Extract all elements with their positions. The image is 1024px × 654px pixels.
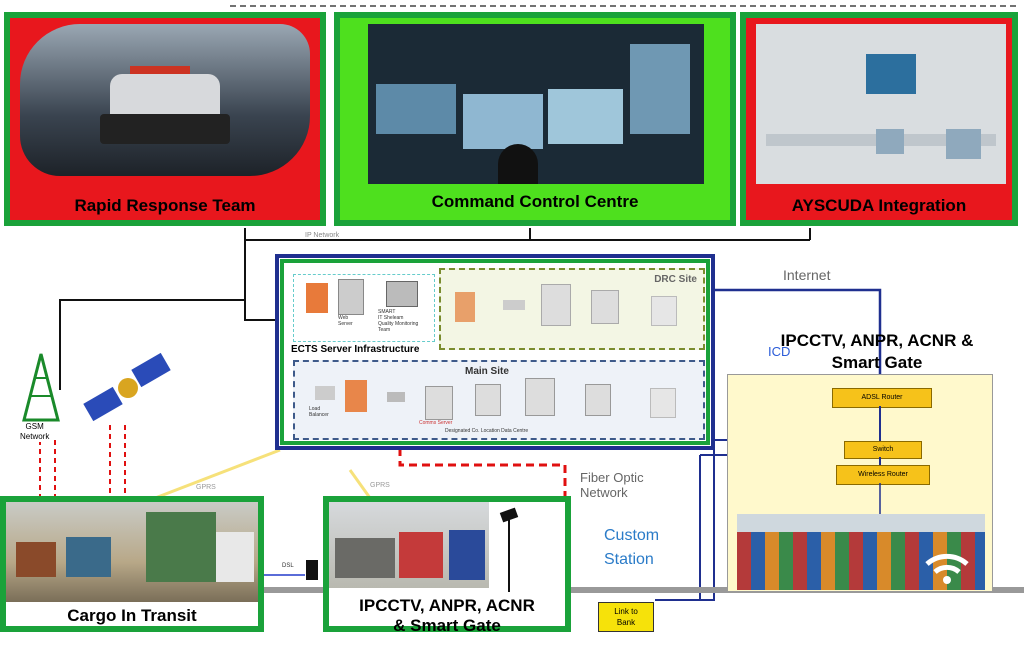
ayscuda-label: AYSCUDA Integration (791, 196, 967, 215)
ects-server-box: Web Server SMART IT Sheleam Quality Moni… (275, 254, 715, 450)
ipcctv-label: IPCCTV, ANPR, ACNR & Smart Gate (359, 596, 535, 635)
comm-server-text: Comms Server (419, 420, 453, 426)
internet-label: Internet (783, 267, 831, 283)
wifi-icon (925, 553, 969, 584)
ayscuda-panel: AYSCUDA Integration (740, 12, 1018, 226)
link-to-bank: Link to Bank (598, 602, 654, 632)
command-control-label: Command Control Centre (431, 192, 639, 211)
web-server-text: Web Server (338, 315, 353, 327)
control-room-photo (368, 24, 704, 184)
gsm-label: GSM Network (20, 422, 50, 442)
monitor-icon (386, 281, 418, 307)
drc-site-label: DRC Site (654, 274, 697, 285)
cargo-transit-label: Cargo In Transit (67, 606, 197, 625)
wireless-router: Wireless Router (836, 465, 930, 485)
dsl-device-icon (306, 560, 318, 580)
police-car-photo (20, 24, 310, 176)
ip-network-label: IP Network (305, 232, 340, 239)
satellite-icon (83, 352, 171, 422)
camera-pole-icon (499, 507, 519, 592)
gsm-tower-icon (22, 353, 60, 422)
command-control-panel: Command Control Centre (334, 12, 736, 226)
main-site-label: Main Site (465, 366, 509, 377)
smart-team-text: SMART IT Sheleam Quality Monitoring Team (378, 309, 419, 333)
switch-box: Switch (844, 441, 922, 459)
infra-label: ECTS Server Infrastructure (291, 344, 420, 355)
rapid-response-panel: Rapid Response Team (4, 12, 326, 226)
custom-station-label: Custom Station (604, 527, 660, 568)
adsl-router: ADSL Router (832, 388, 932, 408)
gprs-label-2: GPRS (370, 482, 390, 489)
rapid-response-label: Rapid Response Team (74, 196, 256, 215)
load-balancer-text: Load Balancer (309, 406, 329, 418)
ipcctv-panel: IPCCTV, ANPR, ACNR & Smart Gate (323, 496, 571, 635)
drc-site-box: DRC Site (439, 268, 705, 350)
icd-title: IPCCTV, ANPR, ACNR & Smart Gate (780, 331, 974, 372)
office-photo (756, 24, 1006, 184)
dsl-label: DSL (282, 563, 294, 569)
designated-co-text: Designated Co. Location Data Centre (445, 428, 529, 434)
fiber-optic-label: Fiber Optic Network (580, 470, 644, 500)
trucks-photo (6, 502, 258, 602)
container-yard-photo (737, 514, 985, 590)
web-server-group: Web Server SMART IT Sheleam Quality Moni… (293, 274, 435, 342)
gate-trucks-photo (329, 502, 489, 588)
icd-sub-label: ICD (768, 344, 791, 359)
gprs-label-1: GPRS (196, 484, 216, 491)
main-site-box: Main Site Load Balancer Comms Server Des… (293, 360, 705, 440)
cargo-transit-panel: Cargo In Transit (0, 496, 264, 632)
